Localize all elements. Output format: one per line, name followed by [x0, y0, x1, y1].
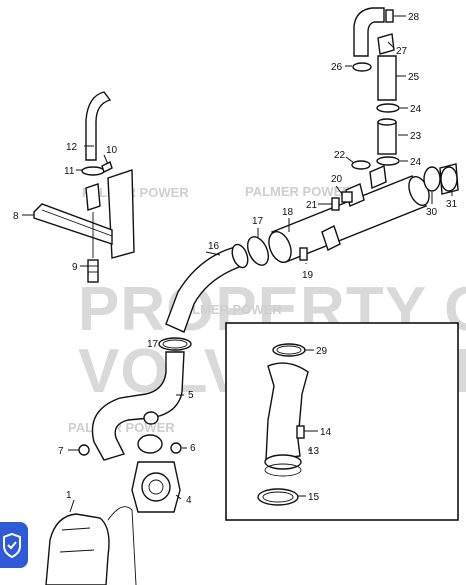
- callout-18: 18: [282, 207, 294, 218]
- part-29-o-ring: [272, 343, 306, 357]
- callout-21: 21: [306, 200, 318, 211]
- callout-4: 4: [186, 495, 192, 506]
- callout-10: 10: [106, 145, 118, 156]
- shield-check-icon: [3, 532, 21, 559]
- callout-24-lower: 24: [410, 157, 422, 168]
- callout-24-upper: 24: [410, 104, 422, 115]
- callout-25: 25: [408, 72, 420, 83]
- part-14-bolt: [296, 425, 305, 439]
- part-17-clamp-lower: [158, 337, 192, 351]
- part-9-bolt: [87, 259, 99, 283]
- callout-9: 9: [72, 262, 78, 273]
- part-4-flange: [131, 461, 181, 513]
- callout-1: 1: [66, 490, 72, 501]
- part-22-ring: [351, 160, 371, 170]
- callout-14: 14: [320, 427, 332, 438]
- part-7-bolt: [78, 444, 90, 456]
- callout-16: 16: [208, 241, 220, 252]
- callout-27: 27: [396, 46, 408, 57]
- part-19-bolt: [299, 247, 308, 261]
- watermark-brand-2: PALMER POWER: [245, 184, 352, 199]
- part-8-bracket: [33, 169, 135, 259]
- callout-31: 31: [446, 199, 458, 210]
- callout-20: 20: [331, 174, 343, 185]
- part-6-bolt: [170, 442, 182, 454]
- part-21-bolt: [331, 197, 340, 211]
- callout-17-lower: 17: [147, 339, 159, 350]
- callout-29: 29: [316, 346, 328, 357]
- part-17-clamp-upper: [246, 236, 270, 266]
- callout-6: 6: [190, 443, 196, 454]
- watermark-brand-3: PALMER POWER: [175, 302, 282, 317]
- callout-22: 22: [334, 150, 346, 161]
- callout-12: 12: [66, 142, 78, 153]
- part-28-elbow: [353, 7, 394, 57]
- part-26-ring: [352, 62, 372, 72]
- callout-7: 7: [58, 446, 64, 457]
- callout-26: 26: [331, 62, 343, 73]
- part-27-bracket: [377, 33, 395, 55]
- inset-detail-box: [225, 322, 459, 521]
- part-16-curved-pipe: [165, 243, 249, 333]
- callout-30: 30: [426, 207, 438, 218]
- part-5-s-pipe: [91, 351, 185, 461]
- callout-11: 11: [64, 166, 75, 177]
- callout-labels: 1 4 5 6 7 8 9 10 11 12 13 14 15 16 17 17…: [13, 12, 458, 506]
- part-24-clamp-lower: [376, 156, 400, 166]
- callout-13: 13: [308, 446, 320, 457]
- part-15-o-ring: [257, 488, 299, 506]
- part-18-main-pipe: [268, 164, 430, 264]
- part-24-clamp-upper: [376, 103, 400, 113]
- leader-lines: [22, 15, 453, 513]
- callout-19: 19: [302, 270, 314, 281]
- callout-5: 5: [188, 390, 194, 401]
- part-30-clamp: [423, 166, 441, 192]
- part-31-cap: [439, 163, 459, 195]
- callout-15: 15: [308, 492, 320, 503]
- callout-17-upper: 17: [252, 216, 264, 227]
- shield-badge[interactable]: [0, 522, 28, 568]
- part-23-sleeve: [377, 118, 397, 155]
- part-20-fitting: [341, 191, 353, 203]
- callout-8: 8: [13, 211, 19, 222]
- part-25-pipe: [377, 55, 397, 101]
- callout-28: 28: [408, 12, 420, 23]
- part-1-housing: [45, 506, 137, 585]
- part-12-hose: [85, 91, 112, 161]
- callout-23: 23: [410, 131, 422, 142]
